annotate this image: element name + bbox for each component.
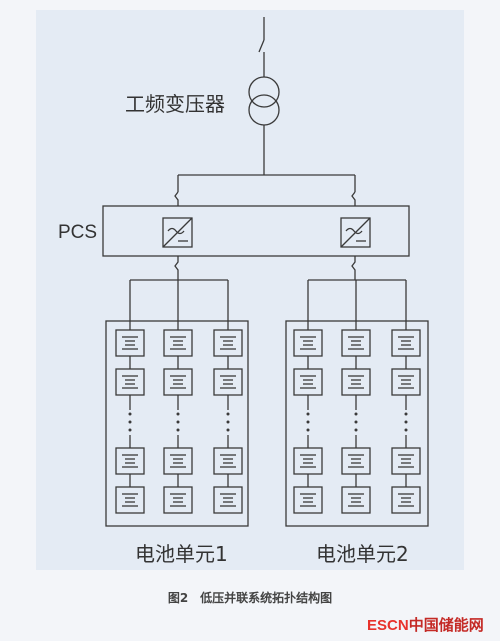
battery-module — [115, 329, 145, 357]
battery-module — [391, 329, 421, 357]
transformer-primary-coil — [248, 76, 280, 108]
watermark-cn: 中国储能网 — [408, 617, 484, 634]
ellipsis-dot — [226, 412, 230, 416]
ellipsis-dot — [354, 412, 358, 416]
battery-unit-1-label: 电池单元1 — [135, 542, 228, 566]
battery-module — [341, 447, 371, 475]
ellipsis-dot — [226, 428, 230, 432]
battery-module — [341, 486, 371, 514]
escn-watermark: ESCN中国储能网 — [367, 614, 484, 635]
converter-left — [162, 217, 193, 248]
battery-module — [163, 329, 193, 357]
battery-module — [115, 486, 145, 514]
battery-module — [213, 329, 243, 357]
battery-module — [391, 486, 421, 514]
ellipsis-dot — [128, 420, 132, 424]
battery-unit-1-cabinet — [105, 320, 249, 527]
battery-module — [163, 368, 193, 396]
battery-module — [213, 486, 243, 514]
battery-module — [213, 447, 243, 475]
transformer-secondary-coil — [248, 94, 280, 126]
converter-right — [340, 217, 371, 248]
battery-module — [341, 329, 371, 357]
battery-module — [115, 447, 145, 475]
pcs-label: PCS — [58, 222, 98, 243]
ellipsis-dot — [306, 428, 310, 432]
ellipsis-dot — [404, 412, 408, 416]
ellipsis-dot — [404, 428, 408, 432]
battery-module — [163, 486, 193, 514]
battery-module — [293, 329, 323, 357]
breaker-right-top — [351, 191, 356, 206]
ellipsis-dot — [354, 420, 358, 424]
battery-module — [115, 368, 145, 396]
breaker-left-bottom — [174, 256, 179, 280]
transformer-label: 工频变压器 — [125, 92, 225, 116]
ellipsis-dot — [128, 428, 132, 432]
pcs-cabinet — [102, 205, 410, 257]
battery-module — [213, 368, 243, 396]
ellipsis-dot — [176, 420, 180, 424]
battery-module — [391, 368, 421, 396]
ellipsis-dot — [176, 412, 180, 416]
battery-module — [293, 486, 323, 514]
ellipsis-dot — [354, 428, 358, 432]
switch-blade — [258, 39, 265, 53]
battery-module — [293, 447, 323, 475]
ellipsis-dot — [306, 412, 310, 416]
battery-unit-2-cabinet — [285, 320, 429, 527]
ellipsis-dot — [404, 420, 408, 424]
ellipsis-dot — [128, 412, 132, 416]
battery-module — [293, 368, 323, 396]
ellipsis-dot — [226, 420, 230, 424]
ellipsis-dot — [176, 428, 180, 432]
figure-caption: 图2 低压并联系统拓扑结构图 — [167, 591, 333, 605]
breaker-right-bottom — [351, 256, 356, 280]
battery-module — [163, 447, 193, 475]
battery-module — [341, 368, 371, 396]
ellipsis-dot — [306, 420, 310, 424]
watermark-escn: ESCN — [367, 617, 409, 634]
battery-module — [391, 447, 421, 475]
breaker-left-top — [174, 191, 179, 206]
battery-unit-2-label: 电池单元2 — [316, 542, 409, 566]
